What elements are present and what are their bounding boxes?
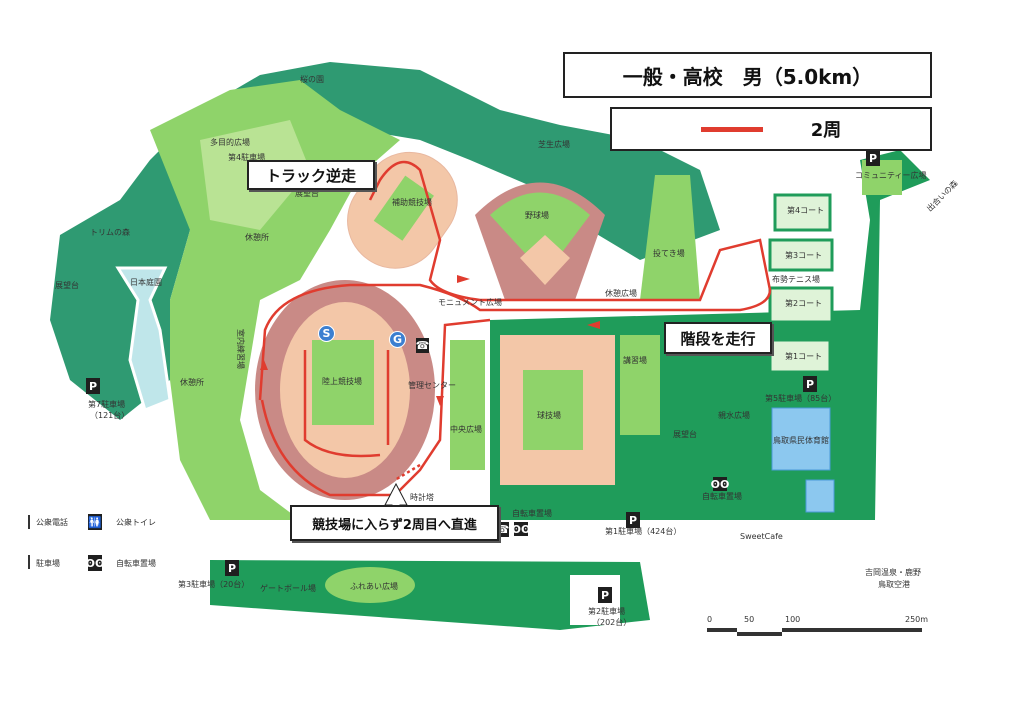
label-court4: 第4コート bbox=[787, 205, 824, 215]
label-multi: 多目的広場 bbox=[210, 137, 250, 147]
label-throw: 投てき場 bbox=[653, 248, 685, 258]
label-cafe: SweetCafe bbox=[740, 532, 783, 541]
sub-track-field bbox=[373, 175, 434, 241]
callout-track-reverse: トラック逆走 bbox=[247, 160, 375, 190]
label-bike1: 自転車置場 bbox=[512, 508, 552, 518]
race-route bbox=[258, 160, 772, 497]
main-field bbox=[312, 340, 374, 425]
label-p4: 第4駐車場 bbox=[228, 152, 265, 162]
tennis-courts bbox=[768, 193, 834, 374]
label-shiba: 芝生広場 bbox=[538, 139, 570, 149]
label-p3: 第3駐車場（20台） bbox=[178, 579, 249, 589]
baseball-field bbox=[490, 192, 590, 275]
label-tenbo1: 展望台 bbox=[295, 188, 319, 198]
map-legend: 公衆電話 公衆トイレ 駐車場 自転車置場 bbox=[36, 517, 156, 568]
phone-icon: ☎ bbox=[495, 522, 510, 537]
callout-stairs: 階段を走行 bbox=[664, 322, 772, 354]
label-rest-plaza: 休憩広場 bbox=[605, 288, 637, 298]
svg-text:100: 100 bbox=[785, 615, 800, 624]
label-sakura: 桜の園 bbox=[300, 74, 324, 84]
ball-field bbox=[523, 370, 583, 450]
label-dest2: 鳥取空港 bbox=[878, 579, 910, 589]
route-legend: 2周 bbox=[610, 107, 932, 151]
label-mgmt: 管理センター bbox=[408, 380, 456, 390]
scale-bar: 0 50 100 250m bbox=[707, 615, 928, 636]
label-gateball: ゲートボール場 bbox=[260, 583, 316, 593]
toilet-icon: 🚻 bbox=[88, 514, 102, 530]
label-tenbo3: 展望台 bbox=[673, 429, 697, 439]
south-area bbox=[210, 560, 650, 630]
bike-icon: ʘʘ bbox=[710, 477, 730, 491]
label-garden: 日本庭園 bbox=[130, 277, 162, 287]
legend-parking: 駐車場 bbox=[36, 558, 60, 568]
label-p7-cap: （121台） bbox=[90, 410, 129, 420]
throwing-field bbox=[640, 175, 700, 300]
label-p2-cap: （202台） bbox=[592, 617, 631, 627]
svg-text:0: 0 bbox=[707, 615, 712, 624]
gym-annex bbox=[805, 479, 835, 513]
bike-icon: ʘʘ bbox=[511, 522, 531, 536]
label-monument: モニュメント広場 bbox=[438, 297, 502, 307]
svg-text:250m: 250m bbox=[905, 615, 928, 624]
training-field bbox=[620, 335, 660, 435]
parking-icon: P bbox=[626, 512, 640, 528]
start-marker: S bbox=[318, 325, 335, 342]
baseball-infield bbox=[520, 235, 570, 285]
label-p1: 第1駐車場（424台） bbox=[605, 526, 681, 536]
phone-icon: ☎ bbox=[415, 338, 430, 353]
label-bike2: 自転車置場 bbox=[702, 491, 742, 501]
label-kyukei2: 休憩所 bbox=[180, 377, 204, 387]
fureai-plaza bbox=[325, 567, 415, 603]
parking-icon: P bbox=[866, 150, 880, 166]
central-plaza bbox=[450, 340, 485, 470]
parking-icon: P bbox=[86, 378, 100, 394]
legend-toilet: 公衆トイレ bbox=[116, 517, 156, 527]
label-indoor: 室内練習場 bbox=[236, 329, 246, 369]
parking-icon: P bbox=[598, 587, 612, 603]
label-central: 中央広場 bbox=[450, 424, 482, 434]
label-court2: 第2コート bbox=[785, 298, 822, 308]
laps-label: 2周 bbox=[810, 120, 842, 141]
callout-straight: 競技場に入らず2周目へ直進 bbox=[290, 505, 499, 541]
label-stadium: 陸上競技場 bbox=[322, 376, 362, 386]
gym-building bbox=[771, 407, 831, 471]
course-title: 一般・高校 男（5.0km） bbox=[563, 52, 932, 98]
label-court1: 第1コート bbox=[785, 351, 822, 361]
legend-line bbox=[28, 555, 30, 569]
place-labels: 桜の園 多目的広場 第4駐車場 展望台 休憩所 トリムの森 展望台 日本庭園 補… bbox=[55, 74, 960, 627]
label-tennis: 布勢テニス場 bbox=[772, 274, 820, 284]
parking-icon: P bbox=[225, 560, 239, 576]
svg-text:50: 50 bbox=[744, 615, 754, 624]
label-court3: 第3コート bbox=[785, 250, 822, 260]
label-deai: 出合いの森 bbox=[924, 178, 959, 213]
label-clock: 時計塔 bbox=[410, 492, 434, 502]
label-tenbo2: 展望台 bbox=[55, 280, 79, 290]
label-fureai: ふれあい広場 bbox=[350, 581, 398, 591]
label-ballfield: 球技場 bbox=[537, 410, 561, 420]
label-gym: 鳥取県民体育館 bbox=[773, 435, 829, 445]
label-p7: 第7駐車場 bbox=[88, 399, 125, 409]
label-kosyu: 講習場 bbox=[623, 355, 647, 365]
main-road bbox=[199, 534, 941, 561]
label-shinsui: 親水広場 bbox=[718, 410, 750, 420]
legend-phone: 公衆電話 bbox=[36, 517, 68, 527]
label-dest1: 吉岡温泉・鹿野 bbox=[865, 567, 921, 577]
label-community: コミュニティー広場 bbox=[855, 170, 927, 180]
japanese-garden-pond bbox=[115, 266, 172, 413]
legend-line bbox=[28, 515, 30, 529]
goal-marker: G bbox=[389, 331, 406, 348]
label-p2: 第2駐車場 bbox=[588, 606, 625, 616]
route-line-swatch bbox=[700, 126, 763, 132]
label-baseball: 野球場 bbox=[525, 210, 549, 220]
parking-icon: P bbox=[803, 376, 817, 392]
legend-bike: 自転車置場 bbox=[116, 558, 156, 568]
bike-icon: ʘʘ bbox=[85, 555, 105, 571]
route-arrows bbox=[260, 275, 600, 406]
label-trim: トリムの森 bbox=[90, 227, 130, 237]
label-sub-track: 補助競技場 bbox=[392, 197, 432, 207]
label-kyukei1: 休憩所 bbox=[245, 232, 269, 242]
label-p5: 第5駐車場（85台） bbox=[765, 393, 836, 403]
